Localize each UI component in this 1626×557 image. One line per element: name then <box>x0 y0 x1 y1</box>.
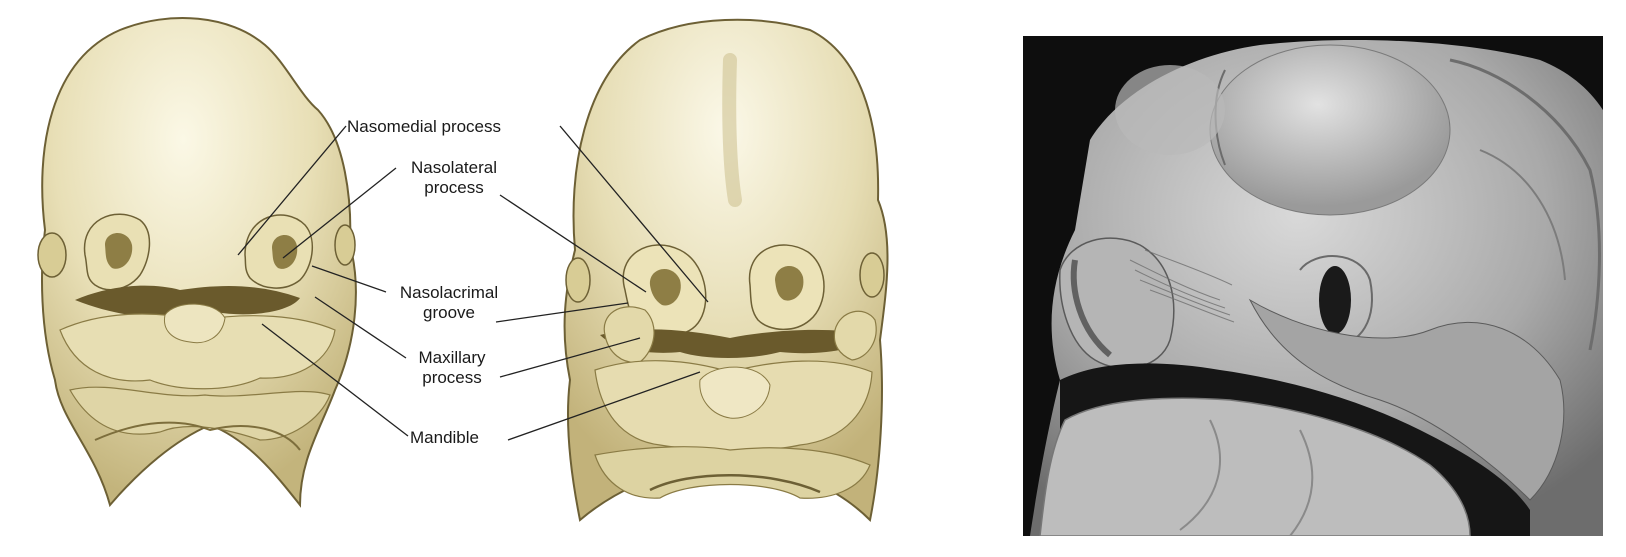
label-nasolateral-line2: process <box>398 178 510 198</box>
sem-micrograph <box>1023 36 1626 536</box>
label-nasolateral-process: Nasolateral process <box>398 158 510 198</box>
label-maxillary-line1: Maxillary <box>404 348 500 368</box>
embryo-left-illustration <box>38 18 356 505</box>
label-nasolacrimal-line1: Nasolacrimal <box>388 283 510 303</box>
label-nasomedial-process: Nasomedial process <box>347 117 501 137</box>
label-mandible: Mandible <box>410 428 479 448</box>
label-maxillary-process: Maxillary process <box>404 348 500 388</box>
label-nasolacrimal-groove: Nasolacrimal groove <box>388 283 510 323</box>
label-nasolacrimal-line2: groove <box>388 303 510 323</box>
label-nasolateral-line1: Nasolateral <box>398 158 510 178</box>
label-maxillary-line2: process <box>404 368 500 388</box>
